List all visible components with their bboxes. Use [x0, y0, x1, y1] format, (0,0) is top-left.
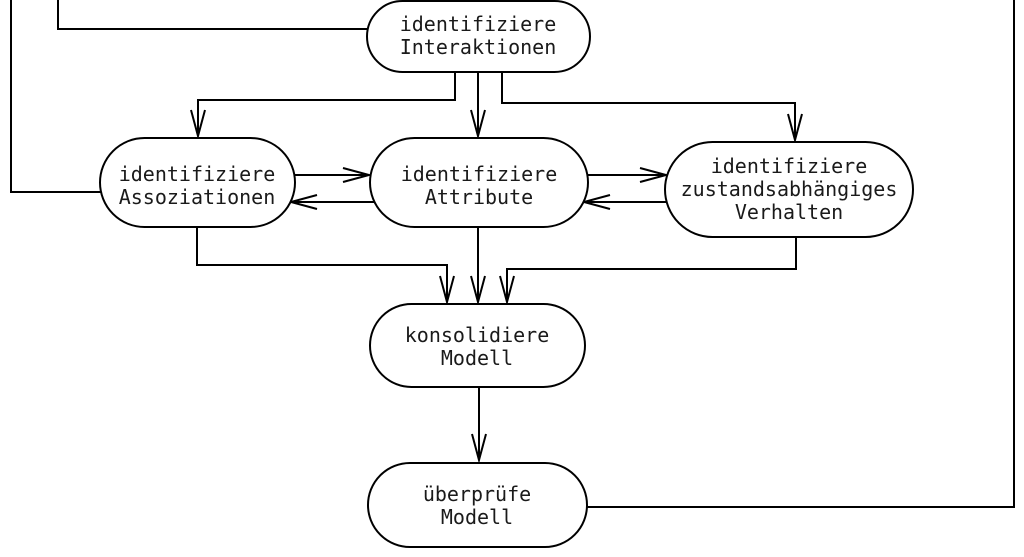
node-label-line: Interaktionen: [400, 35, 557, 59]
edge-interaktionen-to-assoziationen: [190, 72, 456, 140]
node-label-line: identifiziere: [119, 162, 276, 186]
node-label-line: Verhalten: [735, 200, 843, 224]
node-shape: [366, 0, 591, 73]
edge-top-to-assoziationen: [10, 0, 101, 193]
node-label-line: Attribute: [425, 185, 533, 209]
edge-assoziationen-to-konsolidiere: [196, 227, 455, 306]
edges-layer: [10, 0, 1015, 508]
node-label-line: Modell: [441, 346, 513, 370]
edge-top-to-interaktionen: [57, 0, 369, 30]
node-label-line: identifiziere: [711, 154, 868, 178]
node-identifiziere-interaktionen: identifiziere Interaktionen: [366, 0, 591, 73]
node-label-line: Modell: [441, 505, 513, 529]
node-label-line: zustandsabhängiges: [681, 177, 898, 201]
node-shape: [99, 137, 296, 228]
node-label-line: konsolidiere: [405, 323, 550, 347]
node-ueberpruefe-modell: überprüfe Modell: [367, 462, 588, 548]
edge-verhalten-to-konsolidiere: [499, 237, 797, 306]
edge-ueberpruefe-feedback-loop: [587, 0, 1015, 508]
node-shape: [369, 137, 589, 228]
node-label-line: Assoziationen: [119, 185, 276, 209]
nodes-layer: identifiziere Interaktionen identifizier…: [99, 0, 914, 548]
node-identifiziere-zustandsabhaengiges-verhalten: identifiziere zustandsabhängiges Verhalt…: [664, 141, 914, 238]
node-konsolidiere-modell: konsolidiere Modell: [369, 303, 586, 388]
node-label-line: überprüfe: [423, 482, 531, 506]
node-label-line: identifiziere: [400, 12, 557, 36]
node-shape: [369, 303, 586, 388]
node-identifiziere-assoziationen: identifiziere Assoziationen: [99, 137, 296, 228]
node-shape: [367, 462, 588, 548]
node-identifiziere-attribute: identifiziere Attribute: [369, 137, 589, 228]
node-shape: [664, 141, 914, 238]
edge-interaktionen-to-verhalten: [501, 72, 803, 144]
node-label-line: identifiziere: [401, 162, 558, 186]
